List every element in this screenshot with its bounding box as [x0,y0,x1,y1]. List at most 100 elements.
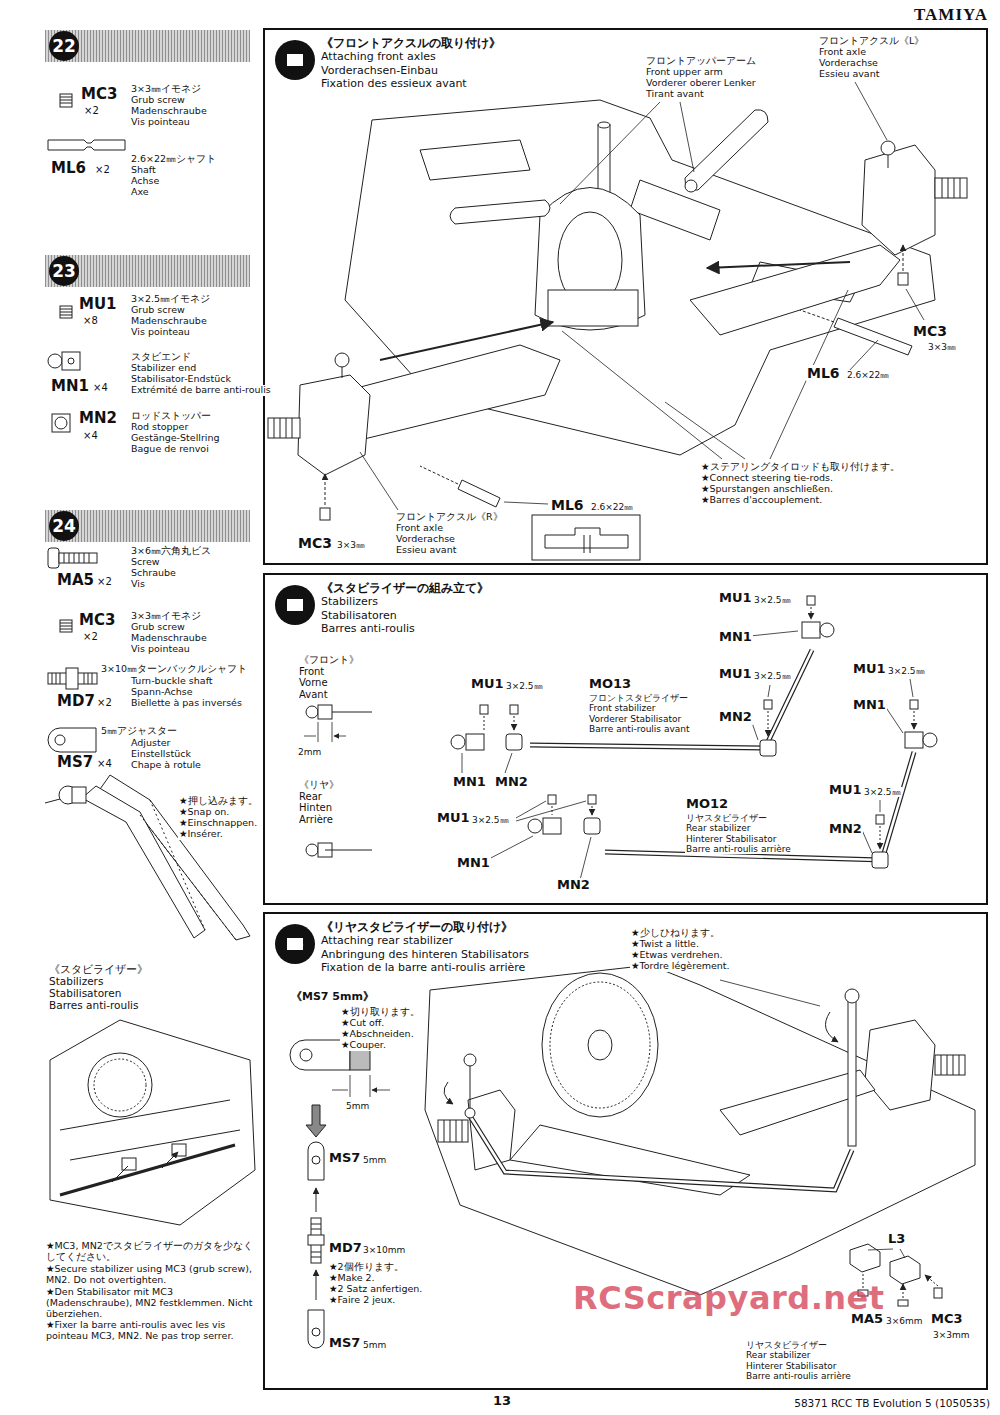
note-text: ★押し込みます。 [178,796,259,807]
part-code: MU1 [718,591,753,606]
note-text: ★Abschneiden. [340,1029,415,1040]
note-text: 3×10㎜ターンバックルシャフト [100,664,248,675]
part-icons-stroke [60,309,72,315]
note-text: Rear stabilizer [685,823,751,833]
note-text: 3×2.5㎜ [887,666,926,676]
part-code: ML6 [806,365,841,381]
note-text: Stabilisatoren [48,987,122,999]
note-text: Grub screw [130,622,186,633]
note-text: ★Den Stabilisator mit MC3 (Madenschraube… [45,1287,259,1320]
note-text: ★Tordre légèrement. [630,961,731,972]
note-text: ★Couper. [340,1040,387,1051]
note-text: ★Spurstangen anschließen. [700,484,834,495]
note-text: Biellette à pas inversés [130,698,243,709]
part-icons-stroke [48,548,59,568]
step-heading: Anbringung des hinteren Stabilisators [321,948,529,961]
step-heading: 《リヤスタビライザーの取り付け》 [321,920,529,934]
note-text: 5mm [362,1155,387,1165]
note-text: フロントスタビライザー [588,693,689,703]
part-code: MN2 [494,775,529,790]
rear-stabilizer-illustration-stroke [934,1288,942,1298]
note-text: 3×10mm [362,1245,406,1255]
note-text: Rear stabilizer [745,1350,811,1360]
note-text: 3×3㎜イモネジ [130,84,202,95]
note-text: Stabilisator-Endstück [130,374,232,385]
rear-stabilizer-illustration-stroke [306,1105,326,1137]
note-text: Hinterer Stabilisator [685,834,778,844]
part-code: MC3 [912,323,948,339]
front-axle-illustration [268,82,967,560]
note-text: 3×3㎜イモネジ [130,611,202,622]
step-number-text: 24 [287,938,304,950]
rear-stabilizer-illustration-stroke [425,965,975,1295]
note-text: ★Einschnappen. [178,818,258,829]
rear-stabilizer-illustration-stroke [845,989,859,1003]
chassis-sketch-stroke [122,1158,136,1170]
stabilizer-illustration-stroke [768,711,769,736]
note-text: Gestänge-Stellring [130,433,221,444]
note-text: ★Cut off. [340,1018,385,1029]
note-text: 3×2.5㎜ [471,815,510,825]
note-text: Stabilizers [48,975,104,987]
note-text: ★Barres d'accouplement. [700,495,823,506]
stabilizer-illustration-stroke [530,650,812,748]
note-text: Vorderachse [395,534,456,545]
watermark: RCScrapyard.net [572,1280,886,1317]
chassis-sketch-stroke [50,1020,255,1225]
front-axle-illustration-stroke [898,273,908,285]
note-text: Barre anti-roulis avant [588,724,690,734]
part-code: MC3 [930,1312,964,1327]
part-code: 《MS7 5mm》 [290,991,375,1004]
note-text: ★Make 2. [328,1273,376,1284]
note-text: 5mm [345,1101,370,1111]
step-band: 24 [45,510,250,542]
front-axle-illustration-stroke [325,474,326,505]
stabilizer-illustration-stroke [876,815,884,824]
note-text: Spann-Achse [130,687,194,698]
note-text: ×2 [94,164,111,176]
note-text: フロントアクスル《R》 [395,512,504,523]
stabilizer-illustration-stroke [923,733,937,747]
stabilizer-illustration-stroke [306,844,318,856]
rear-stabilizer-illustration-stroke [850,1244,880,1272]
rear-stabilizer-illustration-stroke [308,1310,324,1348]
part-icons [48,94,125,752]
rear-stabilizer-illustration [290,965,975,1348]
front-axle-illustration-stroke [707,262,850,268]
note-text: Madenschraube [130,106,208,117]
part-icons-stroke [62,352,80,370]
note-text: ×4 [92,382,109,394]
rear-stabilizer-illustration-stroke [300,1049,312,1061]
step-heading: Stabilisatoren [321,609,489,622]
stabilizer-illustration-stroke [510,705,518,714]
note-text: 5㎜アジャスター [100,726,178,737]
rear-stabilizer-illustration-stroke [865,1020,935,1110]
part-icons-stroke [48,140,125,150]
rear-stabilizer-illustration-stroke [941,1055,959,1075]
note-text: Barre anti-roulis arrière [685,844,792,854]
front-axle-illustration-stroke [458,480,500,507]
stabilizer-illustration-stroke [325,850,372,851]
rear-stabilizer-illustration-stroke [588,1030,612,1060]
note-text: 3×2.5㎜ [753,595,792,605]
part-code: MC3 [297,535,333,551]
part-code: MC3 [78,612,116,629]
note-text: Vis [130,579,146,590]
part-code: MS7 [328,1151,361,1166]
part-code: MO13 [588,677,632,692]
part-code: MD7 [328,1241,363,1256]
note-text: Axe [130,187,150,198]
part-code: MN2 [78,410,118,427]
front-axle-illustration-stroke [298,375,370,475]
note-text: Front stabilizer [588,703,657,713]
part-icons-stroke [60,94,72,107]
note-text: Vorderachse [818,58,879,69]
note-text: Arrière [298,814,334,826]
note-text: Front [298,666,325,678]
rear-stabilizer-illustration-stroke [720,980,820,1006]
note-text: 3×6㎜六角丸ビス [130,546,212,557]
note-text: Front axle [818,47,867,58]
note-text: Vis pointeau [130,327,191,338]
part-code: MN1 [50,378,90,395]
step-number: 22 [275,40,315,80]
